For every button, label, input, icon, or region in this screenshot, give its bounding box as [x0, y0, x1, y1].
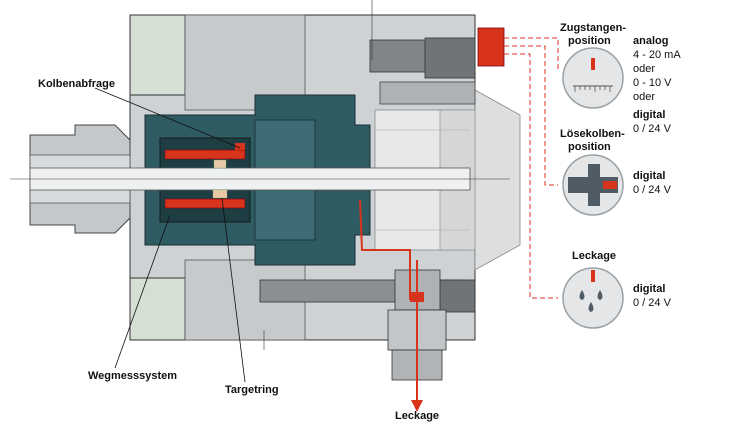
sensor-bar-top: [164, 149, 246, 160]
label-leckage-bottom: Leckage: [395, 410, 440, 422]
droplet-icon: [588, 302, 594, 312]
zugstangen-mode: analog: [633, 35, 669, 47]
dial-leckage: [562, 267, 624, 329]
loesekolben-title-1: Lösekolben-: [560, 128, 625, 140]
leader-lines: [94, 87, 246, 383]
leckage-title: Leckage: [572, 250, 617, 262]
zugstangen-value-3: oder: [633, 91, 656, 103]
signal-lines: [504, 37, 559, 299]
dial-loesekolben: [562, 154, 624, 216]
oil-path: [359, 199, 411, 300]
leckage-mode: digital: [633, 283, 666, 295]
zugstangen-mode2: digital: [633, 109, 666, 121]
target-ring: [212, 189, 228, 199]
signal-connector: [477, 27, 505, 67]
leckage-value: 0 / 24 V: [633, 297, 671, 309]
label-targetring: Targetring: [225, 384, 279, 396]
zugstangen-title-2: position: [568, 35, 611, 47]
droplet-icon: [579, 290, 585, 300]
housing-right-extension: [474, 89, 521, 271]
zugstangen-value-1: oder: [633, 63, 656, 75]
droplet-icon: [597, 290, 603, 300]
zugstangen-title-1: Zugstangen-: [560, 22, 626, 34]
loesekolben-value: 0 / 24 V: [633, 184, 671, 196]
kolbenabfrage-sensor: [235, 143, 245, 150]
sensor-bar-bottom: [164, 198, 246, 209]
label-wegmesssystem: Wegmesssystem: [88, 370, 178, 382]
label-kolbenabfrage: Kolbenabfrage: [38, 78, 116, 90]
mint-block-bottom: [129, 277, 186, 341]
sensor-parts: [164, 143, 246, 209]
mint-block-top: [129, 14, 186, 96]
zugstangen-value-2: 0 - 10 V: [633, 77, 672, 89]
zugstangen-value2: 0 / 24 V: [633, 123, 671, 135]
zugstangen-value-0: 4 - 20 mA: [633, 49, 681, 61]
loesekolben-title-2: position: [568, 141, 611, 153]
loesekolben-mode: digital: [633, 170, 666, 182]
dial-zugstangen: [562, 47, 624, 109]
leakage-arrow: [411, 400, 423, 412]
